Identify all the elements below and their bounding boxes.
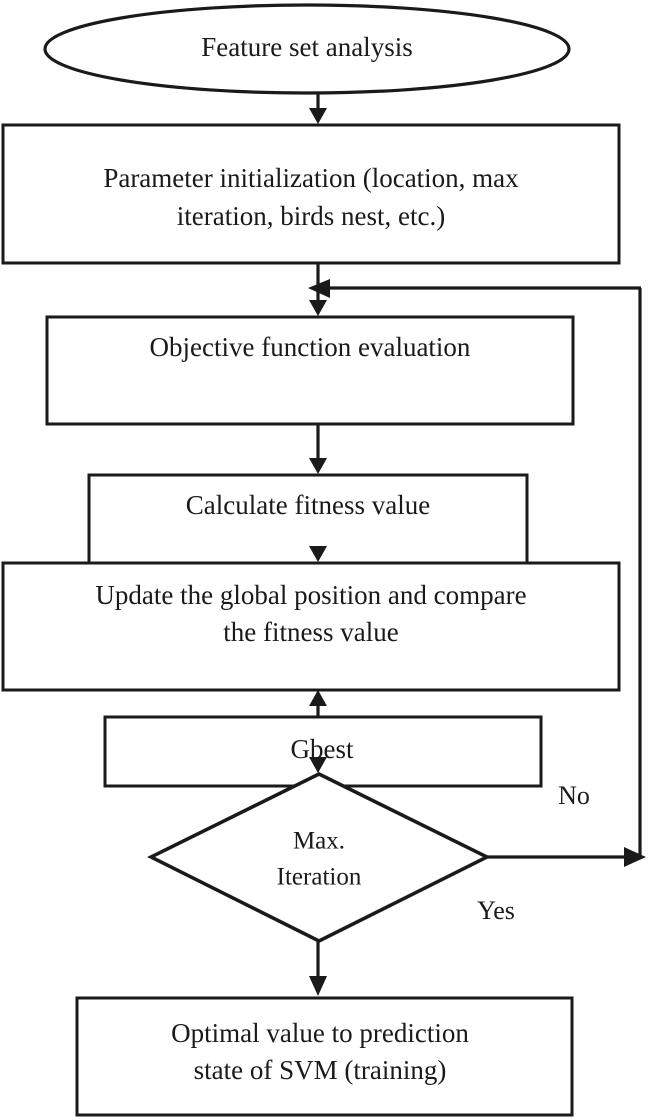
edge-label-yes: Yes [477,896,515,925]
node-start: Feature set analysis [43,3,571,95]
arrow-head-down-icon [309,458,327,474]
edge-label-no: No [558,781,590,810]
optimal-value-label-line2: state of SVM (training) [194,1055,447,1085]
arrow-head-right-icon [624,847,646,867]
start-ellipse-shape [43,3,571,95]
node-objective-function: Objective function evaluation [45,315,575,426]
arrow-head-down-icon [309,108,327,124]
edge-feedback-loop [308,279,642,855]
param-init-label-line1: Parameter initialization (location, max [103,163,519,193]
param-init-box-shape [1,123,621,265]
decision-label-line2: Iteration [277,864,362,891]
arrow-head-down-icon [309,976,327,996]
edge-objective-to-calculate [309,424,327,474]
decision-diamond-shape [147,772,491,943]
objective-function-box-shape [45,315,575,426]
edge-no-branch [487,847,646,867]
optimal-value-label-line1: Optimal value to prediction [171,1018,469,1048]
optimal-value-box-shape [75,996,574,1117]
arrow-head-down-icon [309,300,327,316]
node-param-init: Parameter initialization (location, max … [1,123,621,265]
start-label: Feature set analysis [201,32,412,62]
objective-function-label: Objective function evaluation [150,332,471,362]
arrow-head-left-icon [308,279,330,298]
update-global-label-line2: the fitness value [223,617,398,647]
update-global-box-shape [1,561,621,692]
arrow-head-down-icon [309,757,327,773]
edge-yes-branch [309,941,327,996]
arrow-head-up-icon [309,690,327,706]
calculate-fitness-label: Calculate fitness value [186,490,430,520]
param-init-label-line2: iteration, birds nest, etc.) [177,201,445,231]
node-optimal-value: Optimal value to prediction state of SVM… [75,996,574,1117]
update-global-label-line1: Update the global position and compare [95,580,526,610]
edge-gbest-to-update-global [309,690,327,716]
decision-label-line1: Max. [293,828,345,855]
arrow-head-down-icon [309,546,327,562]
node-max-iteration-decision: Max. Iteration [147,772,491,943]
node-update-global: Update the global position and compare t… [1,561,621,692]
edge-start-to-param-init [309,93,327,124]
